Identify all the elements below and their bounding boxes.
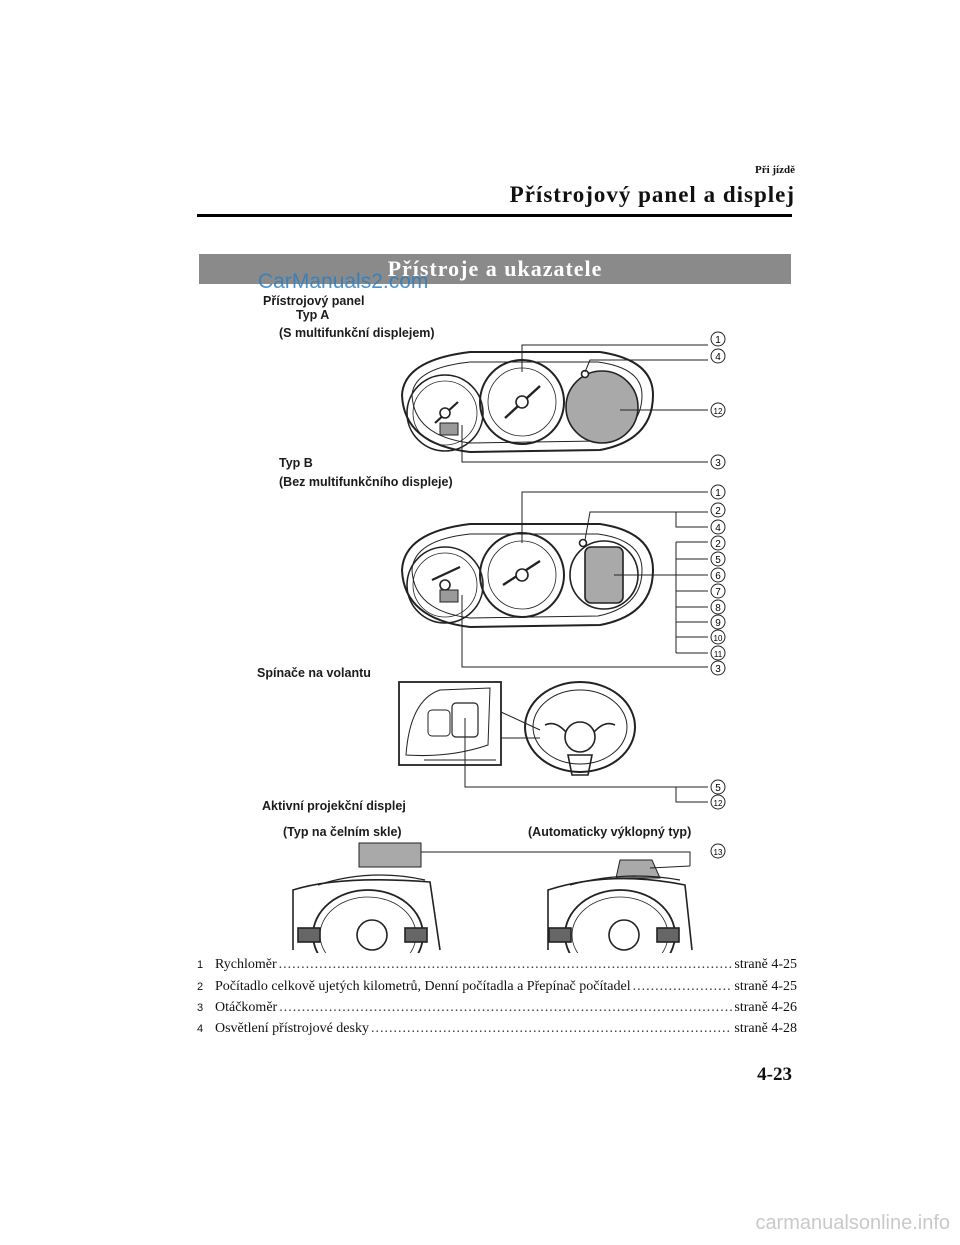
callout-a-3: 3 xyxy=(710,454,726,470)
callout-b-6: 6 xyxy=(710,567,726,583)
callout-a-4: 4 xyxy=(710,348,726,364)
reference-row: 4 Osvětlení přístrojové desky straně 4-2… xyxy=(197,1021,797,1037)
hud-retractable-illustration xyxy=(547,859,693,953)
svg-text:2: 2 xyxy=(715,506,721,517)
reference-row: 3 Otáčkoměr straně 4-26 xyxy=(197,1000,797,1016)
svg-text:11: 11 xyxy=(714,650,723,659)
svg-text:1: 1 xyxy=(715,488,721,499)
label-type-b-desc: (Bez multifunkčního displeje) xyxy=(279,475,453,489)
callout-a-1: 1 xyxy=(710,331,726,347)
svg-text:7: 7 xyxy=(715,587,721,598)
callout-b-3: 3 xyxy=(710,660,726,676)
callout-markers: 1 4 12 3 1 2 4 2 5 6 7 8 9 10 11 3 5 12 … xyxy=(710,331,726,859)
reference-text: Počítadlo celkově ujetých kilometrů, Den… xyxy=(215,979,631,994)
callout-b-2: 2 xyxy=(710,502,726,518)
label-type-a: Typ A xyxy=(296,308,330,322)
reference-page[interactable]: straně 4-28 xyxy=(734,1021,797,1036)
label-instrument-panel: Přístrojový panel xyxy=(263,294,365,308)
reference-text: Rychloměr xyxy=(215,957,277,972)
watermark-top: CarManuals2.com xyxy=(258,270,429,293)
section-title: Přístrojový panel a displej xyxy=(509,182,795,207)
reference-number: 4 xyxy=(197,1023,204,1035)
leader-lines xyxy=(421,344,708,869)
instrument-diagram: 1 4 12 3 1 2 4 2 5 6 7 8 9 10 11 3 5 12 … xyxy=(292,331,726,953)
reference-number: 3 xyxy=(197,1002,204,1014)
leader-dots xyxy=(371,1021,732,1037)
svg-text:4: 4 xyxy=(715,352,721,363)
callout-b-9: 9 xyxy=(710,614,726,630)
reference-number: 2 xyxy=(197,981,204,993)
svg-text:5: 5 xyxy=(715,555,721,566)
label-hud-retractable: (Automaticky výklopný typ) xyxy=(528,825,692,839)
svg-text:3: 3 xyxy=(715,458,721,469)
svg-text:2: 2 xyxy=(715,539,721,550)
reference-text: Otáčkoměr xyxy=(215,1000,278,1015)
callout-b-10: 10 xyxy=(710,629,726,645)
svg-text:12: 12 xyxy=(714,407,723,416)
reference-page[interactable]: straně 4-25 xyxy=(734,957,797,972)
svg-text:5: 5 xyxy=(715,783,721,794)
leader-dots xyxy=(279,957,733,973)
section-subtitle: Při jízdě xyxy=(754,164,795,176)
callout-b-8: 8 xyxy=(710,599,726,615)
svg-text:12: 12 xyxy=(714,799,723,808)
page-number: 4-23 xyxy=(757,1064,792,1085)
cluster-type-a xyxy=(400,351,655,454)
header-rule xyxy=(197,214,792,217)
svg-text:1: 1 xyxy=(715,335,721,346)
svg-text:10: 10 xyxy=(714,634,723,643)
label-steering-switches: Spínače na volantu xyxy=(257,666,371,680)
label-type-b: Typ B xyxy=(279,456,313,470)
label-hud-windshield: (Typ na čelním skle) xyxy=(283,825,402,839)
reference-text: Osvětlení přístrojové desky xyxy=(215,1021,369,1036)
reference-page[interactable]: straně 4-25 xyxy=(734,979,797,994)
steering-wheel xyxy=(398,681,636,776)
topic-banner xyxy=(199,254,791,284)
svg-text:6: 6 xyxy=(715,571,721,582)
callout-b-1: 1 xyxy=(710,484,726,500)
callout-b-4: 4 xyxy=(710,519,726,535)
label-type-a-desc: (S multifunkční displejem) xyxy=(279,326,435,340)
reference-row: 1 Rychloměr straně 4-25 xyxy=(197,957,797,973)
leader-dots xyxy=(633,979,733,995)
reference-number: 1 xyxy=(197,959,204,971)
callout-b-2b: 2 xyxy=(710,535,726,551)
svg-text:4: 4 xyxy=(715,523,721,534)
svg-text:13: 13 xyxy=(714,848,723,857)
svg-text:9: 9 xyxy=(715,618,721,629)
callout-a-12: 12 xyxy=(710,402,726,418)
label-hud: Aktivní projekční displej xyxy=(262,799,406,813)
callout-hud-13: 13 xyxy=(710,843,726,859)
hud-windshield-illustration xyxy=(292,842,441,953)
callout-b-11: 11 xyxy=(710,645,726,661)
svg-text:8: 8 xyxy=(715,603,721,614)
callout-steering-5: 5 xyxy=(710,779,726,795)
reference-page[interactable]: straně 4-26 xyxy=(734,1000,797,1015)
callout-b-7: 7 xyxy=(710,583,726,599)
topic-title: Přístroje a ukazatele xyxy=(387,256,603,281)
svg-text:3: 3 xyxy=(715,664,721,675)
callout-steering-12: 12 xyxy=(710,794,726,810)
reference-row: 2 Počítadlo celkově ujetých kilometrů, D… xyxy=(197,979,797,995)
callout-b-5: 5 xyxy=(710,551,726,567)
leader-dots xyxy=(279,1000,732,1016)
watermark-bottom: carmanualsonline.info xyxy=(755,1212,950,1234)
